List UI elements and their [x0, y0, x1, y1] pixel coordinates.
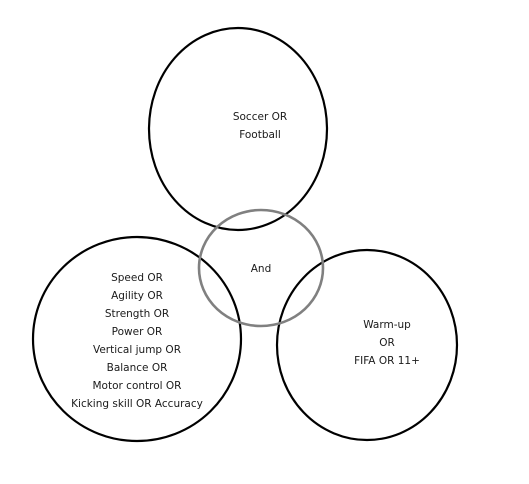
left-circle	[31, 235, 243, 443]
right-circle	[275, 248, 459, 442]
top-circle-line-1: Soccer OR	[233, 111, 287, 123]
left-circle-line-7: Motor control OR	[93, 380, 182, 392]
left-circle-line-4: Power OR	[112, 326, 163, 338]
right-circle-label: Warm-up OR FIFA OR 11+	[354, 319, 420, 367]
left-circle-label: Speed OR Agility OR Strength OR Power OR…	[71, 272, 203, 410]
right-circle-line-2: OR	[379, 337, 395, 349]
left-circle-line-1: Speed OR	[111, 272, 163, 284]
top-circle-line-2: Football	[239, 129, 281, 141]
right-circle-line-1: Warm-up	[363, 319, 411, 331]
left-circle-line-8: Kicking skill OR Accuracy	[71, 398, 203, 410]
left-circle-line-3: Strength OR	[105, 308, 169, 320]
top-circle	[147, 26, 329, 232]
left-circle-line-5: Vertical jump OR	[93, 344, 181, 356]
center-and-circle	[197, 208, 325, 328]
center-circle-line-1: And	[251, 263, 272, 275]
left-circle-line-2: Agility OR	[111, 290, 163, 302]
center-circle-label: And	[251, 263, 272, 275]
top-circle-label: Soccer OR Football	[233, 111, 287, 141]
left-circle-line-6: Balance OR	[107, 362, 168, 374]
right-circle-line-3: FIFA OR 11+	[354, 355, 420, 367]
